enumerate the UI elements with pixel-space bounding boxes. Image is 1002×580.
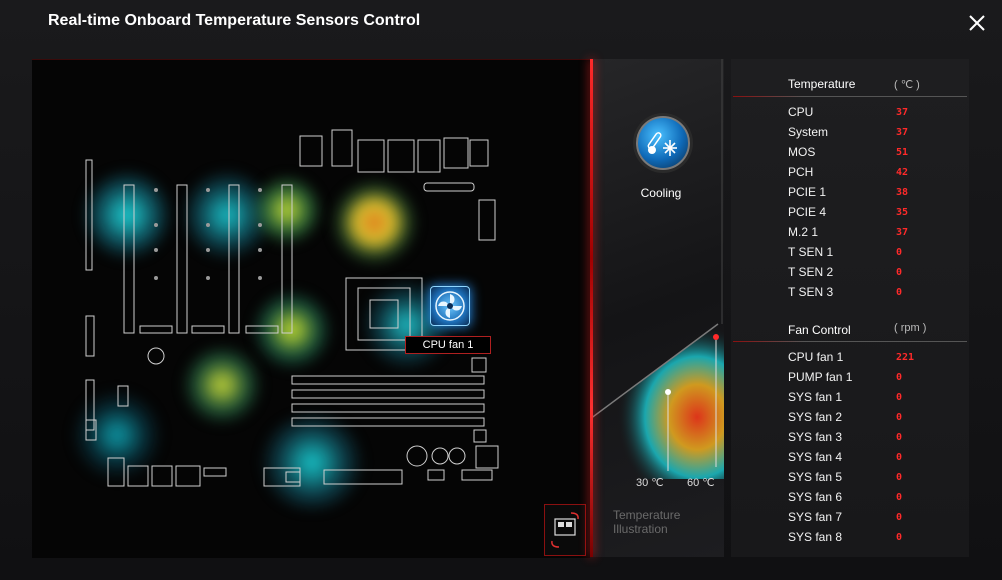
- fan-row-value: 0: [896, 472, 903, 483]
- fan-icon[interactable]: [430, 286, 470, 326]
- fan-row-label: SYS fan 8: [788, 530, 843, 544]
- heat-spot-pcie4: [252, 175, 322, 245]
- temperature-row-value: 42: [896, 167, 909, 178]
- temperature-row-label: MOS: [788, 145, 816, 159]
- snowflake-thermometer-icon: [647, 132, 677, 156]
- cooling-button[interactable]: [636, 116, 690, 170]
- temperature-unit: ( ℃ ): [894, 79, 920, 91]
- sensor-panel: [731, 59, 969, 557]
- fan-row-label: SYS fan 6: [788, 490, 843, 504]
- red-divider: [590, 59, 593, 557]
- fan-row-value: 0: [896, 492, 903, 503]
- temperature-row-value: 38: [896, 187, 909, 198]
- temperature-row-value: 0: [896, 247, 903, 258]
- fan-row-label: SYS fan 5: [788, 470, 843, 484]
- fan-row-value: 0: [896, 452, 903, 463]
- temperature-row-value: 0: [896, 287, 903, 298]
- heat-spot-left: [72, 390, 162, 480]
- board-swap-button[interactable]: [544, 504, 586, 556]
- motherboard-map: CPU fan 1: [32, 59, 590, 558]
- cpu-fan-label[interactable]: CPU fan 1: [405, 336, 491, 354]
- temperature-row-value: 35: [896, 207, 909, 218]
- temperature-row-label: T SEN 3: [788, 285, 834, 299]
- temperature-row-value: 0: [896, 267, 903, 278]
- fan-row-label: SYS fan 7: [788, 510, 843, 524]
- window-title: Real-time Onboard Temperature Sensors Co…: [48, 12, 421, 29]
- fan-control-divider: [733, 341, 967, 342]
- fan-row-value: 0: [896, 512, 903, 523]
- board-outline: [85, 129, 499, 487]
- temperature-row-value: 37: [896, 107, 909, 118]
- fan-row-label: SYS fan 4: [788, 450, 843, 464]
- temperature-row-value: 51: [896, 147, 909, 158]
- temperature-illustration-label: Temperature Illustration: [613, 508, 680, 536]
- close-button[interactable]: [962, 8, 992, 38]
- temperature-gradient-art: [590, 59, 724, 479]
- fan-row-value: 0: [896, 432, 903, 443]
- board-swap-icon: [551, 512, 579, 548]
- temperature-divider: [733, 96, 967, 97]
- fan-row-label: SYS fan 3: [788, 430, 843, 444]
- fan-row-label: SYS fan 1: [788, 390, 843, 404]
- fan-row-label: CPU fan 1: [788, 350, 844, 364]
- heat-spot-system: [182, 345, 262, 425]
- temperature-row-label: T SEN 2: [788, 265, 834, 279]
- temperature-row-label: PCIE 1: [788, 185, 827, 199]
- temperature-row-label: T SEN 1: [788, 245, 834, 259]
- temperature-row-label: CPU: [788, 105, 814, 119]
- fan-row-label: PUMP fan 1: [788, 370, 853, 384]
- fan-row-value: 0: [896, 392, 903, 403]
- temperature-row-label: PCIE 4: [788, 205, 827, 219]
- illustration-low-label: 30 ℃: [636, 477, 664, 489]
- temperature-row-label: System: [788, 125, 829, 139]
- temperature-row-value: 37: [896, 227, 909, 238]
- illustration-label-line1: Temperature: [613, 508, 681, 522]
- fan-row-value: 0: [896, 372, 903, 383]
- cooling-label: Cooling: [640, 186, 682, 200]
- temperature-row-value: 37: [896, 127, 909, 138]
- fan-control-unit: ( rpm ): [894, 322, 927, 334]
- temperature-header: Temperature: [788, 77, 856, 91]
- fan-row-value: 221: [896, 352, 915, 363]
- close-icon: [969, 15, 985, 31]
- fan-row-value: 0: [896, 412, 903, 423]
- fan-control-header: Fan Control: [788, 323, 851, 337]
- temperature-row-label: PCH: [788, 165, 814, 179]
- fan-row-label: SYS fan 2: [788, 410, 843, 424]
- heat-spot-mos: [332, 180, 417, 265]
- heat-spot-pch: [257, 415, 367, 510]
- illustration-high-label: 60 ℃: [687, 477, 715, 489]
- illustration-label-line2: Illustration: [613, 522, 668, 536]
- fan-row-value: 0: [896, 532, 903, 543]
- temperature-row-label: M.2 1: [788, 225, 819, 239]
